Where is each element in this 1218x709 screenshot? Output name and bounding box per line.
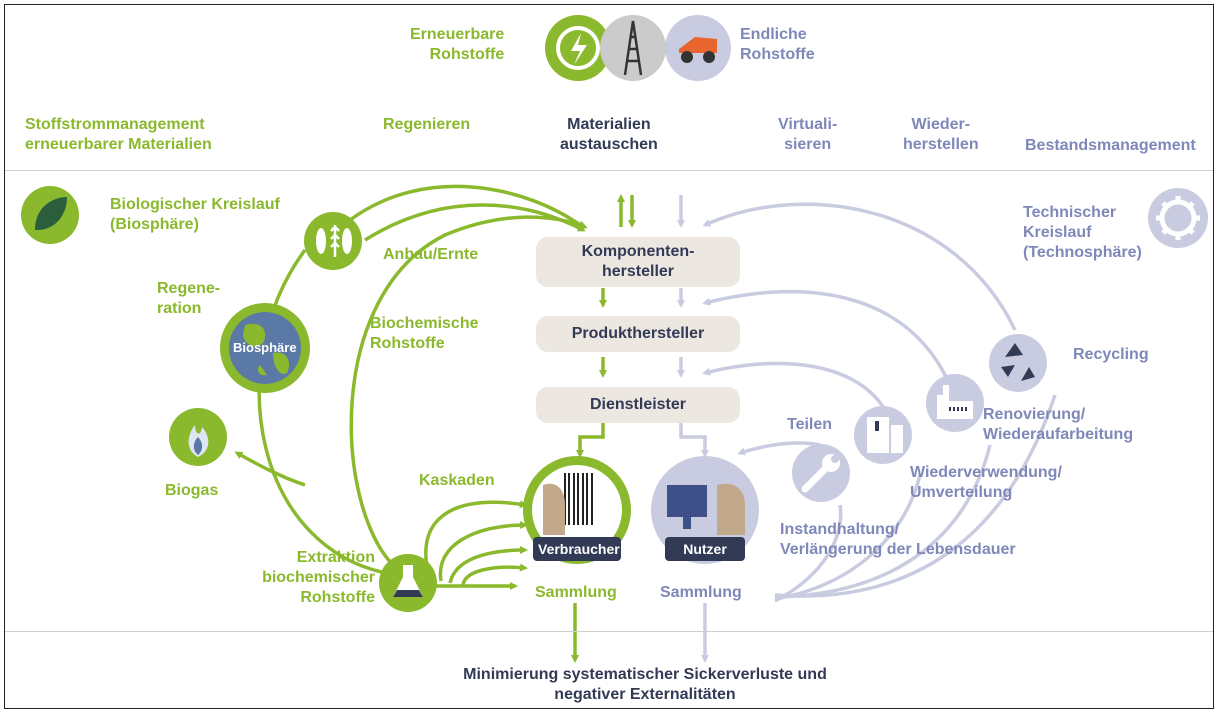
gear-icon [1148,188,1208,248]
flame-icon [169,408,227,466]
footer-divider [5,631,1213,632]
flow-arrows [21,15,1208,663]
consumer-label: Verbraucher [538,541,620,557]
bio-main-arc [257,248,398,577]
recycling-label: Recycling [1073,346,1149,363]
user-label: Nutzer [683,541,727,557]
bottom-arc-4 [774,504,843,603]
col-virtualize: Virtuali-sieren [778,116,838,153]
mining-truck-icon [665,15,731,81]
product-manufacturer-box: Produkthersteller [536,316,740,352]
share-arc [737,441,821,456]
regeneration-label: Regene-ration [157,280,221,317]
reuse-arc [702,361,887,411]
biochemical-arc [349,215,588,567]
boxes-icon [854,406,912,464]
reuse-label: Wiederverwendung/Umverteilung [910,464,1062,501]
bottom-arc-2 [774,444,992,599]
cascade-3 [461,563,528,586]
computer-person-icon [651,456,759,564]
biosphere-label: Biosphäre [233,340,297,355]
bio-top-arc [348,184,586,229]
oil-rig-icon [600,15,666,81]
harvest-arc [364,203,586,242]
refurbish-label: Renovierung/Wiederaufarbeitung [983,406,1134,443]
wrench-icon [792,444,850,502]
service-provider-box: Dienstleister [536,387,740,423]
footer-text: Minimierung systematischer Sickerverlust… [463,666,827,703]
recycle-icon [989,334,1047,392]
biogas-label: Biogas [165,482,219,499]
cascade-4 [424,500,528,581]
barcode-person-icon [523,456,631,564]
renewable-icon [545,15,611,81]
service-to-user [679,423,709,458]
cascade-1 [438,521,528,582]
header-divider [5,170,1213,171]
factory-icon [926,374,984,432]
leaf-icon [21,186,79,244]
col-stock: Bestandsmanagement [1025,137,1196,154]
fish-wheat-icon [304,212,362,270]
biogas-arrow [234,451,306,487]
earth-icon [220,303,310,393]
refurbish-arc [702,290,952,386]
harvest-label: Anbau/Ernte [383,246,479,263]
tech-collection-label: Sammlung [660,584,742,601]
share-label: Teilen [787,416,833,433]
cascades-label: Kaskaden [419,472,495,489]
cascade-2 [448,546,528,584]
recycling-arc [702,202,1017,331]
bio-cycle-label: Biologischer Kreislauf(Biosphäre) [110,196,280,233]
bio-collection-label: Sammlung [535,584,617,601]
maintain-label: Instandhaltung/Verlängerung der Lebensda… [780,521,1016,558]
bottom-arc-3 [774,474,922,601]
col-regenerate: Regenieren [383,116,471,133]
col-remanufacture: Wieder-herstellen [903,116,979,153]
flask-icon [379,554,437,612]
bottom-arc-1 [774,394,1057,598]
service-to-consumer [576,423,605,458]
component-manufacturer-box: Komponenten-hersteller [536,237,740,287]
